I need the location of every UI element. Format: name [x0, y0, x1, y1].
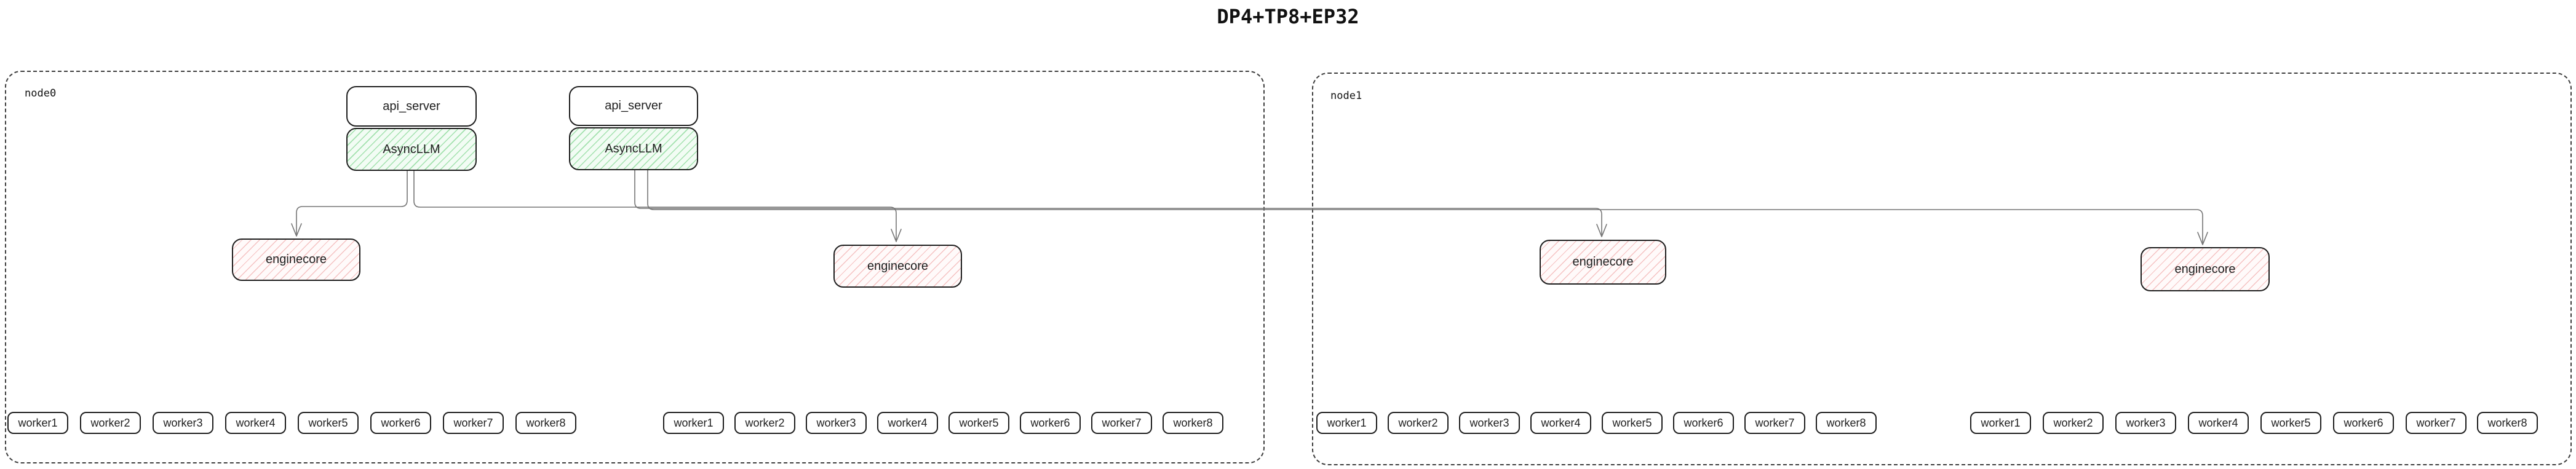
api-server-box-2: api_server: [569, 86, 698, 126]
worker-box: worker3: [1459, 412, 1520, 434]
worker-box: worker7: [1091, 412, 1152, 434]
worker-box: worker7: [443, 412, 504, 434]
enginecore-box-1: enginecore: [232, 238, 360, 281]
worker-box: worker4: [877, 412, 938, 434]
worker-box: worker4: [1530, 412, 1591, 434]
api-server-box-1: api_server: [346, 86, 477, 127]
arrowhead-enginecore3: [1596, 224, 1607, 237]
arrowhead-enginecore4: [2197, 232, 2208, 245]
worker-box: worker3: [153, 412, 213, 434]
node0-container: [5, 71, 1265, 463]
worker-box: worker8: [1163, 412, 1223, 434]
worker-box: worker5: [298, 412, 359, 434]
worker-box: worker2: [734, 412, 795, 434]
node0-label: node0: [25, 87, 57, 100]
worker-box: worker6: [2333, 412, 2394, 434]
worker-box: worker1: [1970, 412, 2031, 434]
node1-container: [1312, 73, 2572, 465]
worker-box: worker1: [663, 412, 724, 434]
worker-box: worker8: [1816, 412, 1877, 434]
node1-label: node1: [1330, 90, 1362, 102]
worker-box: worker4: [2188, 412, 2249, 434]
enginecore-box-4: enginecore: [2141, 247, 2270, 291]
worker-box: worker2: [2043, 412, 2104, 434]
edge-asyncllm1-enginecore1: [296, 170, 408, 235]
asyncllm-box-1: AsyncLLM: [346, 128, 477, 171]
worker-box: worker8: [515, 412, 576, 434]
asyncllm-box-2: AsyncLLM: [569, 127, 698, 170]
enginecore-box-3: enginecore: [1540, 240, 1666, 285]
worker-box: worker8: [2477, 412, 2538, 434]
diagram-title: DP4+TP8+EP32: [1217, 5, 1359, 28]
worker-box: worker1: [1316, 412, 1377, 434]
edge-asyncllm1-enginecore2: [413, 170, 897, 241]
edge-asyncllm2-enginecore4: [647, 170, 2203, 244]
worker-box: worker1: [7, 412, 68, 434]
worker-box: worker5: [2260, 412, 2321, 434]
arrowhead-enginecore1: [291, 223, 302, 237]
enginecore-box-2: enginecore: [833, 245, 962, 288]
worker-box: worker4: [225, 412, 286, 434]
worker-box: worker2: [1388, 412, 1449, 434]
worker-box: worker6: [370, 412, 431, 434]
worker-box: worker5: [1602, 412, 1663, 434]
worker-box: worker7: [1744, 412, 1805, 434]
worker-box: worker6: [1020, 412, 1081, 434]
worker-box: worker2: [80, 412, 141, 434]
edge-asyncllm2-enginecore3: [634, 170, 1602, 236]
worker-box: worker5: [948, 412, 1009, 434]
worker-box: worker3: [806, 412, 867, 434]
worker-box: worker6: [1673, 412, 1734, 434]
worker-box: worker3: [2115, 412, 2176, 434]
worker-box: worker7: [2406, 412, 2467, 434]
arrowhead-enginecore2: [891, 229, 902, 242]
